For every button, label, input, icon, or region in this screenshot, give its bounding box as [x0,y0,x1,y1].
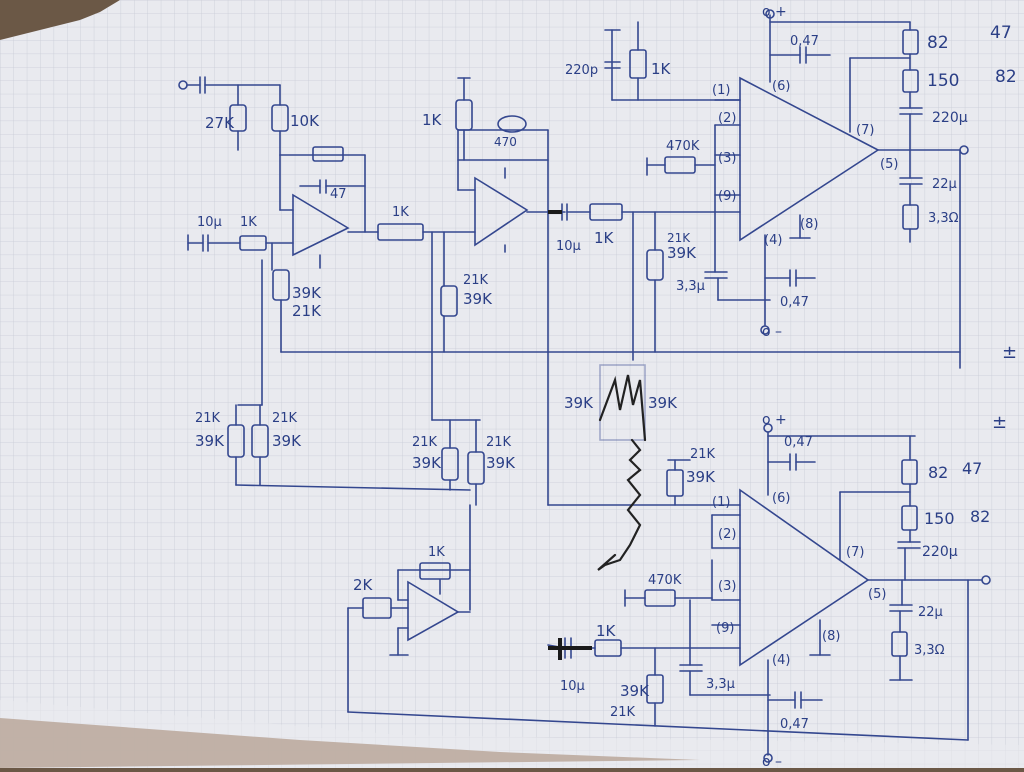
label-82-new-a: 82 [995,67,1017,87]
pin-5-top: (5) [880,157,898,172]
label-21k-k: 21K [610,705,636,720]
label-1k-small: 1K [428,545,445,560]
label-21k-e: 21K [272,411,298,426]
pin-3-top: (3) [718,151,736,166]
label-21k-f: 21K [412,435,438,450]
label-1k-fb: 1K [651,60,672,78]
label-1k-mid: 1K [392,205,409,220]
label-21k-b: 21K [463,273,489,288]
label-220u-a: 220μ [932,110,968,126]
label-21k-a: 21K [292,302,322,320]
pin-6-bottom: (6) [772,491,790,506]
component-labels: 10K 27K 47 10μ 1K 39K 21K 1K 1K 470 21K … [195,4,1017,770]
label-3-3u-b: 3,3μ [706,677,735,692]
pin-9-top: (9) [718,189,736,204]
power-amp-top-shape [739,76,880,242]
vplus-bottom: o + [762,412,787,428]
label-82-new-b: 82 [970,507,990,526]
label-220u-b: 220μ [922,544,958,560]
label-470k-a: 470K [666,139,700,154]
label-82-old-a: 82 [927,33,949,53]
label-39k-b: 39K [463,290,493,308]
label-047-c: 0,47 [780,717,809,732]
label-21k-i: 21K [486,435,512,450]
pin-8-top: (8) [800,217,818,232]
label-27k: 27K [205,114,235,132]
pin-9-bottom: (9) [716,621,734,636]
label-470k-b: 470K [648,573,682,588]
pin-1-top: (1) [712,83,730,98]
label-3-3-ohm-b: 3,3Ω [914,643,945,658]
label-047-a: 0,47 [780,295,809,310]
vminus-top: o – [762,324,782,340]
label-39k-j: 39K [686,468,716,486]
label-39k-i: 39K [486,454,516,472]
label-1k-top: 1K [422,111,443,129]
pin-8-bottom: (8) [822,629,840,644]
label-39k-a: 39K [292,284,322,302]
label-39k-f: 39K [412,454,442,472]
label-39k-g: 39K [564,394,594,412]
label-10k: 10K [290,112,320,130]
pin-4-top: (4) [764,233,782,248]
label-39k-d: 39K [195,432,225,450]
label-22u-a: 22μ [932,177,957,192]
plusminus-bottom: ± [992,412,1007,433]
label-047-b: 0,47 [790,34,819,49]
pin-6-top: (6) [772,79,790,94]
label-470: 470 [494,135,517,149]
vplus-top: o + [762,4,787,20]
ink-marks [548,210,592,660]
label-39k-c: 39K [667,244,697,262]
pin-1-bottom: (1) [712,495,730,510]
label-82-old-b: 82 [928,463,948,482]
label-47-cap: 47 [330,187,347,202]
label-047-d: 0,47 [784,435,813,450]
pin-3-bottom: (3) [718,579,736,594]
label-47-new-b: 47 [962,459,982,478]
label-10u-c: 10μ [560,679,585,694]
label-1k-amp: 1K [594,229,615,247]
label-39k-e: 39K [272,432,302,450]
label-10u-b: 10μ [556,239,581,254]
pin-7-top: (7) [856,123,874,138]
pin-2-bottom: (2) [718,527,736,542]
label-39k-k: 39K [620,682,650,700]
label-10u: 10μ [197,215,222,230]
label-150-old-b: 150 [924,509,955,528]
pin-4-bottom: (4) [772,653,790,668]
label-47-new-a: 47 [990,23,1012,43]
label-220p: 220p [565,63,598,78]
label-21k-d: 21K [195,411,221,426]
label-3-3-ohm-a: 3,3Ω [928,211,959,226]
power-amp-bottom-shape [739,488,870,667]
wires [178,9,991,763]
label-39k-h: 39K [648,394,678,412]
plusminus-top: ± [1002,342,1017,363]
vminus-bottom: o – [762,754,782,768]
label-21k-j: 21K [690,447,716,462]
label-21k-c: 21K [667,231,691,245]
pin-2-top: (2) [718,111,736,126]
pin-5-bottom: (5) [868,587,886,602]
label-1k-in: 1K [240,215,257,230]
label-2k: 2K [353,576,374,594]
label-3-3u-a: 3,3μ [676,279,705,294]
label-1k-bottom: 1K [596,622,617,640]
label-22u-b: 22μ [918,605,943,620]
pin-7-bottom: (7) [846,545,864,560]
label-150-old-a: 150 [927,71,959,91]
